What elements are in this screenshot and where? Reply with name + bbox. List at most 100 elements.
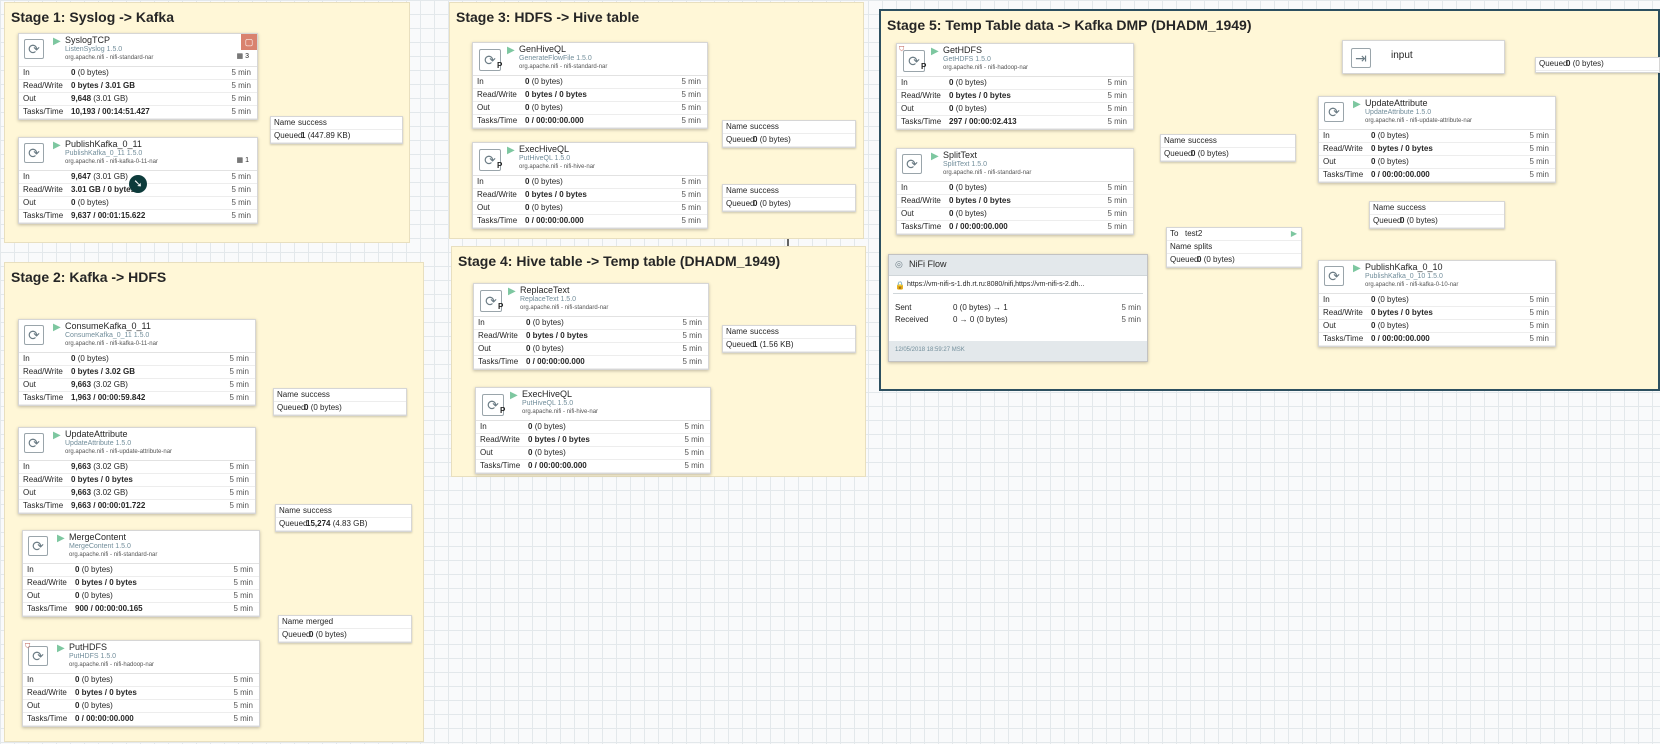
stat-window: 5 min	[1107, 222, 1127, 231]
processor-puthdfs[interactable]: ⟳ ⛉ ▶ PutHDFS PutHDFS 1.5.0 org.apache.n…	[22, 640, 260, 727]
processor-name: MergeContent	[69, 532, 127, 542]
remote-process-group[interactable]: ◎ NiFi Flow 🔒 https://vm-nifi-s-1.dh.rt.…	[888, 254, 1148, 362]
stat-label-out: Out	[477, 103, 490, 112]
rpg-divider	[893, 293, 1143, 294]
stat-in-size: (0 bytes)	[77, 68, 109, 77]
running-icon: ▶	[1353, 99, 1361, 110]
processor-name: PublishKafka_0_10	[1365, 262, 1443, 272]
stat-label-rw: Read/Write	[1323, 144, 1363, 153]
processor-bundle: org.apache.nifi - nifi-kafka-0-11-nar	[65, 159, 158, 165]
conn-name-label: Name	[1170, 242, 1192, 251]
stat-label-in: In	[23, 172, 30, 181]
processor-publishkafka-0-10[interactable]: ⟳ ▶ PublishKafka_0_10 PublishKafka_0_10 …	[1318, 260, 1556, 347]
stat-label-rw: Read/Write	[27, 688, 67, 697]
stat-label-out: Out	[23, 198, 36, 207]
processor-syslogtcp[interactable]: ⟳ ▶ SyslogTCP ListenSyslog 1.5.0 org.apa…	[18, 33, 258, 120]
processor-icon: ⟳	[479, 49, 501, 71]
processor-icon: ⟳	[479, 149, 501, 171]
rpg-url[interactable]: https://vm-nifi-s-1.dh.rt.ru:8080/nifi,h…	[907, 281, 1085, 288]
stat-window: 5 min	[684, 461, 704, 470]
stat-label-in: In	[23, 462, 30, 471]
stat-window: 5 min	[231, 81, 251, 90]
stat-in-size: (3.02 GB)	[93, 462, 128, 471]
stat-out-count: 0	[528, 448, 533, 457]
conn-queued-size: (0 bytes)	[315, 630, 347, 639]
processor-icon: ⟳	[903, 50, 925, 72]
conn-queued-size: (0 bytes)	[759, 135, 791, 144]
stat-rw-value: 0 bytes / 0 bytes	[75, 578, 137, 587]
stat-window: 5 min	[682, 318, 702, 327]
processor-consumekafka-0-11[interactable]: ⟳ ▶ ConsumeKafka_0_11 ConsumeKafka_0_11 …	[18, 319, 256, 406]
processor-gethdfs[interactable]: ⟳ ⛉ P ▶ GetHDFS GetHDFS 1.5.0 org.apache…	[896, 43, 1134, 130]
processor-bundle: org.apache.nifi - nifi-kafka-0-10-nar	[1365, 282, 1459, 288]
stat-out-count: 0	[75, 701, 80, 710]
processor-bundle: org.apache.nifi - nifi-standard-nar	[943, 170, 1032, 176]
stat-label-out: Out	[27, 701, 40, 710]
stat-label-in: In	[23, 354, 30, 363]
stat-in-count: 0	[526, 318, 531, 327]
processor-exechiveql-stage4[interactable]: ⟳ P ▶ ExecHiveQL PutHiveQL 1.5.0 org.apa…	[475, 387, 711, 474]
rpg-sent-window: 5 min	[1121, 303, 1141, 312]
stat-out-size: (0 bytes)	[955, 209, 987, 218]
thread-count-value: 3	[245, 53, 249, 60]
stat-label-out: Out	[23, 94, 36, 103]
processor-type: UpdateAttribute 1.5.0	[1365, 109, 1432, 116]
primary-node-indicator: P	[497, 161, 503, 170]
processor-splittext[interactable]: ⟳ ▶ SplitText SplitText 1.5.0 org.apache…	[896, 148, 1134, 235]
conn-name: success	[750, 327, 779, 336]
stat-label-rw: Read/Write	[23, 475, 63, 484]
stat-in-count: 0	[949, 183, 954, 192]
processor-bundle: org.apache.nifi - nifi-standard-nar	[69, 552, 158, 558]
processor-name: ExecHiveQL	[522, 389, 573, 399]
processor-genhiveql[interactable]: ⟳ P ▶ GenHiveQL GenerateFlowFile 1.5.0 o…	[472, 42, 708, 129]
stat-in-size: (0 bytes)	[955, 78, 987, 87]
processor-mergecontent[interactable]: ⟳ ▶ MergeContent MergeContent 1.5.0 org.…	[22, 530, 260, 617]
running-icon: ▶	[53, 322, 61, 333]
running-icon: ▶	[931, 46, 939, 57]
stat-window: 5 min	[1529, 321, 1549, 330]
stat-out-size: (3.02 GB)	[93, 380, 128, 389]
stat-label-tasks: Tasks/Time	[23, 501, 64, 510]
stat-window: 5 min	[229, 475, 249, 484]
stat-in-size: (0 bytes)	[532, 318, 564, 327]
stat-window: 5 min	[231, 172, 251, 181]
processor-publishkafka-0-11[interactable]: ⟳ ▶ PublishKafka_0_11 PublishKafka_0_11 …	[18, 137, 258, 224]
bulletin-icon[interactable]: ▢	[241, 34, 257, 50]
rpg-title: NiFi Flow	[909, 259, 947, 269]
stat-tasks-value: 0 / 00:00:00.000	[1371, 170, 1430, 179]
processor-replacetext[interactable]: ⟳ P ▶ ReplaceText ReplaceText 1.5.0 org.…	[473, 283, 709, 370]
processor-updateattribute-stage5[interactable]: ⟳ ▶ UpdateAttribute UpdateAttribute 1.5.…	[1318, 96, 1556, 183]
processor-updateattribute-stage2[interactable]: ⟳ ▶ UpdateAttribute UpdateAttribute 1.5.…	[18, 427, 256, 514]
stat-label-out: Out	[478, 344, 491, 353]
stage-5-title: Stage 5: Temp Table data -> Kafka DMP (D…	[887, 17, 1252, 33]
processor-name: SyslogTCP	[65, 35, 111, 45]
conn-name: success	[301, 390, 330, 399]
stat-in-count: 0	[71, 68, 76, 77]
processor-icon: ⟳	[24, 143, 44, 163]
conn-queued-size: (0 bytes)	[1572, 59, 1604, 68]
processor-type: GetHDFS 1.5.0	[943, 56, 991, 63]
stat-rw-value: 0 bytes / 3.02 GB	[71, 367, 136, 376]
processor-bundle: org.apache.nifi - nifi-hive-nar	[522, 409, 599, 415]
stat-in-size: (0 bytes)	[531, 177, 563, 186]
stat-window: 5 min	[233, 701, 253, 710]
stat-tasks-value: 0 / 00:00:00.000	[525, 216, 584, 225]
stat-window: 5 min	[1529, 295, 1549, 304]
input-port[interactable]: ⇥ input	[1342, 40, 1505, 74]
stat-window: 5 min	[681, 103, 701, 112]
processor-exechiveql-stage3[interactable]: ⟳ P ▶ ExecHiveQL PutHiveQL 1.5.0 org.apa…	[472, 142, 708, 229]
stat-out-size: (0 bytes)	[955, 104, 987, 113]
stat-label-in: In	[477, 177, 484, 186]
stat-window: 5 min	[1529, 157, 1549, 166]
